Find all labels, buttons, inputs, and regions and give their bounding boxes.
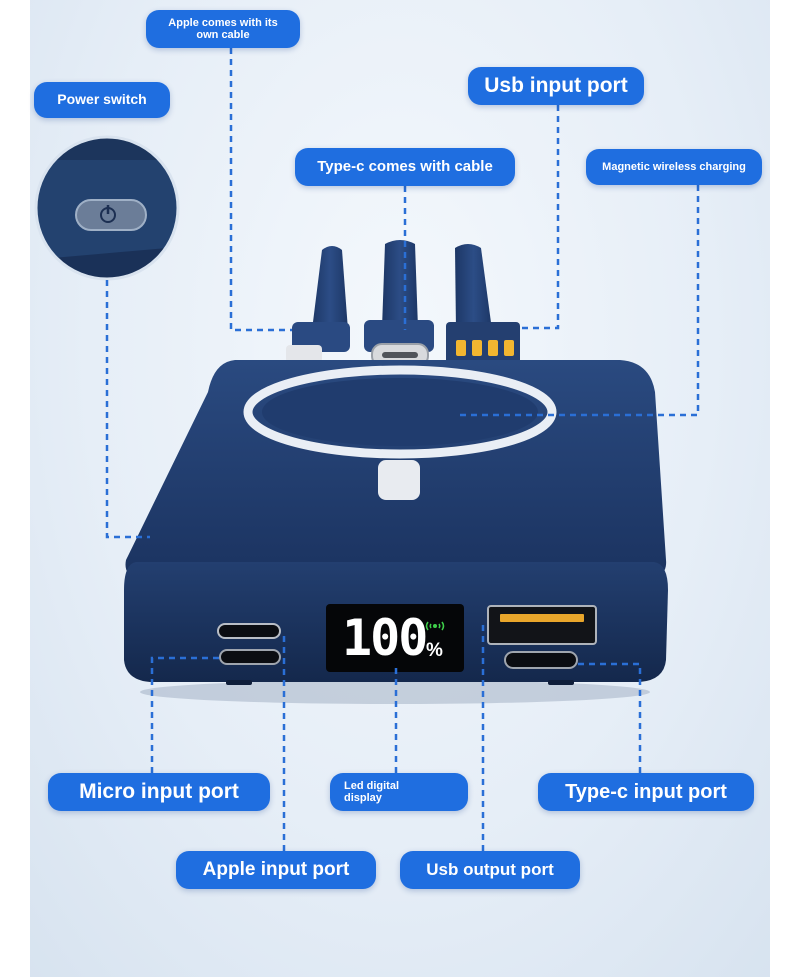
callout-apple-input-port-label: Apple input port (202, 858, 350, 880)
device-foot-left (226, 680, 252, 685)
callout-led-display-line1: Led digital (344, 779, 399, 792)
connectors (286, 320, 520, 367)
callout-power-switch: Power switch (34, 82, 170, 118)
leader-magnetic (460, 185, 700, 417)
lightning-connector-housing (292, 322, 350, 352)
callout-usb-input-port: Usb input port (468, 67, 644, 105)
callout-micro-input-port: Micro input port (48, 773, 270, 811)
lightning-connector-tip (286, 345, 322, 363)
page-margin-left (0, 0, 30, 977)
leader-typec-input (578, 662, 642, 773)
leader-lines (105, 48, 700, 851)
callout-apple-cable-line2: own cable (196, 29, 250, 41)
callout-led-display: Led digital display (330, 773, 468, 811)
callout-power-switch-label: Power switch (57, 91, 147, 108)
callout-usb-input-port-label: Usb input port (484, 74, 628, 98)
callout-magnetic-wireless-label: Magnetic wireless charging (602, 160, 746, 173)
led-readout: 100 (330, 606, 460, 670)
magnetic-ring-inner (262, 378, 538, 446)
percent-sign: % (426, 640, 443, 661)
ports (217, 605, 597, 669)
led-display-panel (326, 604, 464, 672)
leader-apple-cable (229, 48, 292, 332)
cable-straps (312, 240, 492, 330)
apple-port (219, 649, 281, 665)
leader-usb-input (518, 105, 560, 330)
typec-connector-slot (382, 352, 418, 358)
callout-typec-input-port: Type-c input port (538, 773, 754, 811)
apple-cable-strap (312, 246, 348, 330)
battery-percentage: 100 (342, 609, 428, 667)
callout-typec-cable: Type-c comes with cable (295, 148, 515, 186)
callout-apple-cable-line1: Apple comes with its (168, 16, 278, 29)
callout-magnetic-wireless: Magnetic wireless charging (586, 149, 762, 185)
power-button (75, 199, 147, 231)
typec-input-port (504, 651, 578, 669)
page-margin-right (770, 0, 800, 977)
usb-output-port (487, 605, 597, 645)
power-icon (100, 205, 116, 223)
alignment-tab (378, 460, 420, 500)
power-switch-magnifier (34, 135, 180, 281)
callout-apple-cable: Apple comes with its own cable (146, 10, 300, 48)
callout-apple-input-port: Apple input port (176, 851, 376, 889)
callout-usb-output-port: Usb output port (400, 851, 580, 889)
usb-output-tongue (500, 614, 584, 622)
callout-micro-input-port-label: Micro input port (79, 780, 239, 804)
usb-cable-strap (455, 244, 492, 330)
callout-usb-output-port-label: Usb output port (426, 859, 554, 879)
typec-cable-strap (382, 240, 418, 328)
usb-contacts (456, 340, 514, 356)
callout-led-display-line2: display (344, 792, 382, 804)
device-foot-right (548, 680, 574, 685)
callout-typec-cable-label: Type-c comes with cable (317, 157, 493, 175)
wireless-charging-icon (425, 621, 445, 631)
leader-micro (150, 656, 222, 773)
micro-port (217, 623, 281, 639)
callout-typec-input-port-label: Type-c input port (565, 781, 727, 803)
leader-power-switch (105, 280, 150, 539)
magnetic-ring (243, 365, 557, 459)
